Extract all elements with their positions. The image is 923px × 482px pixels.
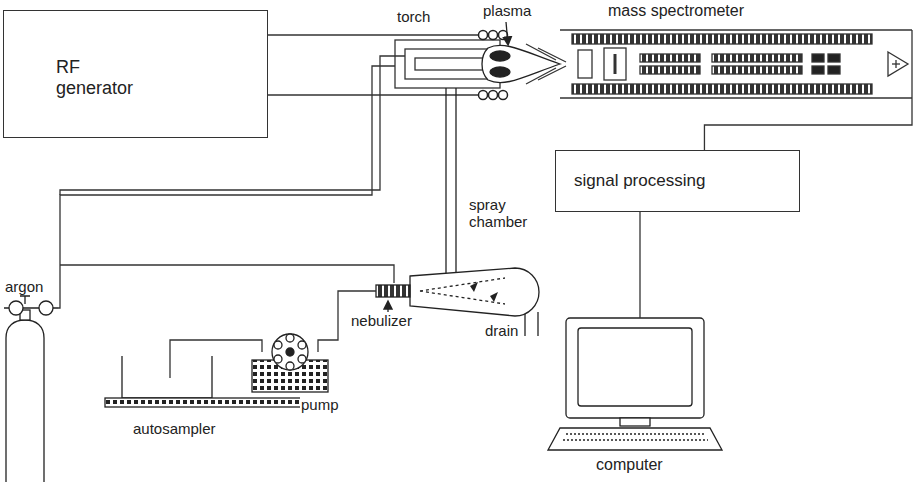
peristaltic-pump-part: [272, 334, 308, 370]
gas-line-part: [58, 66, 395, 308]
argon-cylinder: [4, 296, 58, 482]
computer-drawing-part: [620, 418, 650, 426]
part-label: nebulizer: [350, 312, 413, 329]
peristaltic-pump-part: [274, 355, 282, 363]
gas-line-part: [60, 56, 405, 195]
part-label: pump: [300, 396, 340, 413]
mass-spectrometer-body-part: [712, 54, 802, 62]
mass-spectrometer-body: [526, 30, 912, 100]
mass-spectrometer-body-part: [614, 54, 617, 74]
spray-chamber-part: [410, 268, 539, 316]
mass-spectrometer-body-part: [892, 63, 900, 64]
induction-coil-part: [479, 91, 488, 100]
induction-coil-part: [499, 31, 508, 40]
gas-line-part: [60, 265, 394, 283]
mass-spectrometer-body-part: [538, 48, 566, 80]
plasma-flame-part: [506, 22, 508, 44]
node-label: signal processing: [574, 171, 705, 191]
computer-unit: computer: [540, 305, 720, 481]
spray-chamber-part: [455, 88, 456, 272]
part-label: spray chamber: [468, 196, 542, 231]
plasma-flame-part: [490, 51, 510, 61]
plasma-flame-part: [482, 45, 560, 82]
induction-coil-part: [479, 31, 488, 40]
mass-spectrometer-body-part: [604, 48, 626, 80]
part-label: argon: [4, 278, 44, 295]
induction-coil-part: [489, 31, 498, 40]
peristaltic-pump-part: [274, 341, 282, 349]
argon-cylinder-part: [6, 320, 44, 482]
computer-drawing-part: [563, 434, 708, 440]
spray-chamber-part: [445, 88, 446, 273]
mass-spectrometer-body-part: [712, 66, 802, 74]
computer-drawing: [548, 318, 722, 450]
nebulizer: [376, 285, 410, 312]
mass-spectrometer-body-part: [812, 54, 824, 62]
computer-drawing-part: [548, 428, 722, 450]
mass-spectrometer-body-part: [560, 97, 912, 98]
induction-coil-part: [499, 91, 508, 100]
part-label: drain: [484, 322, 519, 339]
computer-drawing-part: [566, 318, 704, 418]
mass-spectrometer-body-part: [572, 34, 872, 44]
peristaltic-pump-part: [286, 348, 294, 356]
spray-chamber-part: [524, 314, 525, 336]
nebulizer-part: [387, 302, 388, 312]
argon-cylinder-part: [20, 296, 30, 304]
plasma-flame-part: [490, 67, 510, 77]
argon-cylinder-part: [9, 301, 23, 315]
argon-cylinder-part: [39, 301, 53, 315]
spray-chamber-part: [537, 312, 538, 336]
mass-spectrometer-body-part: [640, 66, 700, 74]
mass-spectrometer-body-part: [911, 30, 912, 100]
mass-spectrometer-body-part: [572, 84, 872, 94]
mass-spectrometer-body-part: [812, 66, 824, 74]
sample-tubing-part: [170, 340, 262, 378]
mass-spectrometer-unit: mass spectrometer: [520, 0, 917, 100]
spray-chamber-part: [490, 292, 498, 302]
part-label: autosampler: [132, 420, 217, 437]
nebulizer-part: [376, 285, 410, 297]
node-label: mass spectrometer: [608, 2, 744, 20]
signal-wire: [704, 100, 912, 150]
mass-spectrometer-body-part: [828, 66, 840, 74]
mass-spectrometer-body-part: [578, 50, 592, 78]
part-label: torch: [396, 8, 431, 25]
peristaltic-pump-part: [298, 341, 306, 349]
peristaltic-pump-part: [252, 360, 328, 392]
peristaltic-pump: [252, 334, 328, 392]
node-label: RF generator: [56, 57, 148, 98]
computer-drawing-part: [578, 328, 692, 406]
peristaltic-pump-part: [286, 334, 294, 342]
autosampler-tray-part: [122, 356, 212, 398]
mass-spectrometer-body-part: [888, 52, 908, 76]
induction-coil-part: [489, 91, 498, 100]
signal-wire: [639, 212, 640, 318]
rf-generator-box: RF generator: [3, 10, 268, 138]
rf-wire-part: [268, 34, 478, 35]
mass-spectrometer-body-part: [640, 54, 700, 62]
peristaltic-pump-part: [298, 355, 306, 363]
node-label: computer: [596, 456, 663, 474]
spray-chamber-part: [420, 278, 505, 304]
plasma-flame: [482, 22, 560, 83]
mass-spectrometer-body-part: [828, 54, 840, 62]
part-label: plasma: [482, 2, 532, 19]
rf-wire-part: [3, 40, 60, 41]
peristaltic-pump-part: [286, 362, 294, 370]
spray-chamber-part: [470, 282, 478, 292]
signal-processing-box: signal processing: [555, 150, 800, 212]
mass-spectrometer-body-part: [560, 29, 912, 30]
